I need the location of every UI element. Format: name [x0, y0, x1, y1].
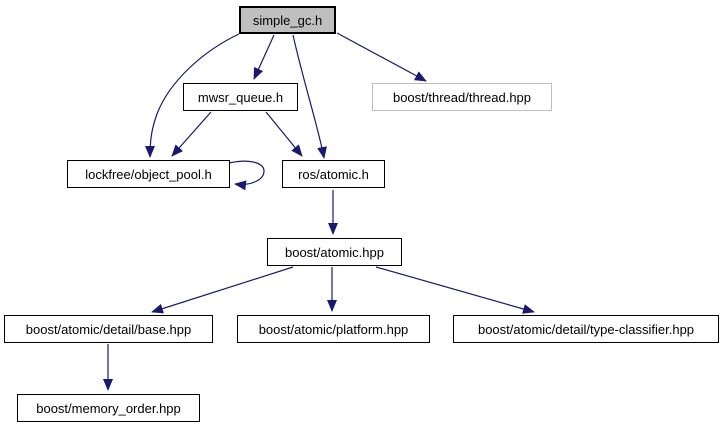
edge-simple_gc-to-ros_atomic — [292, 34, 327, 159]
node-mwsr_queue-h[interactable]: mwsr_queue.h — [183, 83, 298, 111]
edge-mwsr_queue-to-object_pool — [171, 111, 212, 157]
node-boost-atomic-hpp[interactable]: boost/atomic.hpp — [267, 238, 402, 266]
node-boost-atomic-platform-hpp[interactable]: boost/atomic/platform.hpp — [237, 315, 430, 343]
edge-simple_gc-to-object_pool — [145, 33, 240, 158]
node-simple_gc-h[interactable]: simple_gc.h — [239, 6, 336, 34]
node-lockfree-object_pool-h[interactable]: lockfree/object_pool.h — [67, 160, 230, 188]
edge-mwsr_queue-to-ros_atomic — [265, 111, 303, 157]
node-boost-thread-thread-hpp: boost/thread/thread.hpp — [372, 83, 552, 111]
node-boost-atomic-detail-base-hpp[interactable]: boost/atomic/detail/base.hpp — [4, 315, 213, 343]
edge-boost_atomic-to-base_hpp — [151, 266, 294, 314]
node-boost-atomic-detail-type-classifier-hpp[interactable]: boost/atomic/detail/type-classifier.hpp — [453, 315, 719, 343]
edge-object_pool-self-loop — [228, 160, 265, 191]
edge-simple_gc-to-mwsr_queue — [253, 34, 275, 80]
node-ros-atomic-h[interactable]: ros/atomic.h — [282, 160, 385, 188]
edge-boost_atomic-to-type_classifier — [375, 266, 535, 314]
node-boost-memory_order-hpp[interactable]: boost/memory_order.hpp — [17, 394, 200, 422]
edge-simple_gc-to-boost_thread — [336, 32, 427, 82]
